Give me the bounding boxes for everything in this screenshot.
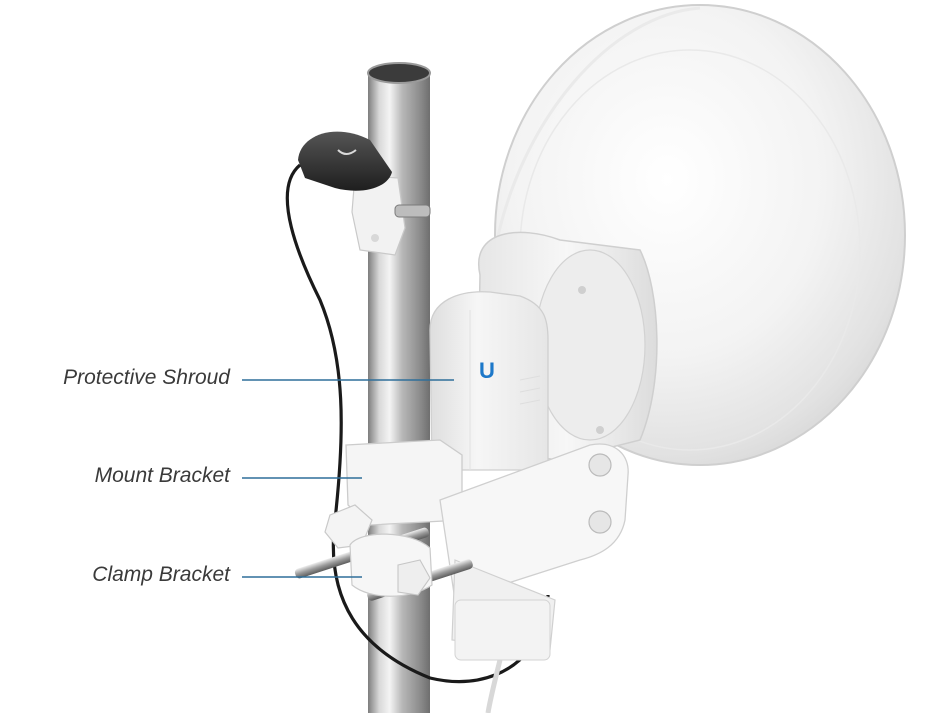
callout-protective-shroud: Protective Shroud xyxy=(63,366,230,389)
callout-clamp-bracket: Clamp Bracket xyxy=(92,563,230,586)
surge-protector xyxy=(298,131,431,256)
ethernet-cable-lower xyxy=(485,659,503,713)
callout-mount-bracket: Mount Bracket xyxy=(94,464,230,487)
protective-shroud-body: U xyxy=(429,291,549,471)
clamp-bracket-part xyxy=(294,504,473,601)
mount-bracket-part xyxy=(345,439,629,661)
ubiquiti-logo: U xyxy=(479,358,495,383)
